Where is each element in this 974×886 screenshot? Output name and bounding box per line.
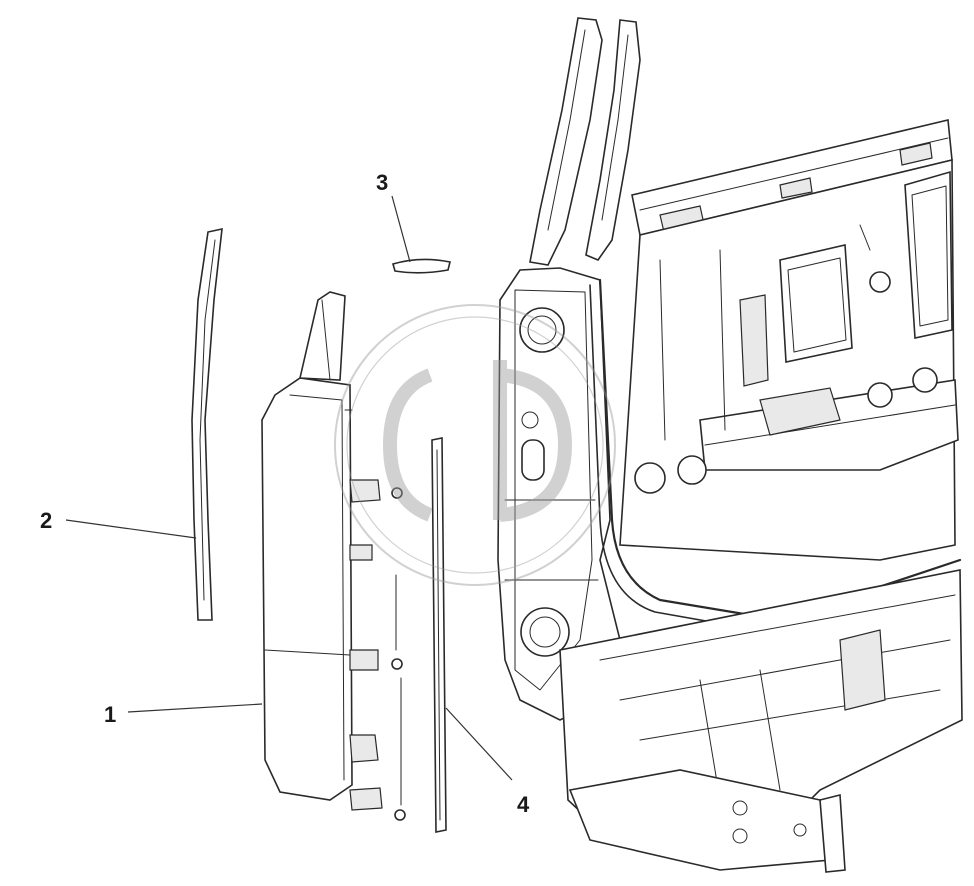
- gp-logo-watermark-icon: [334, 304, 616, 586]
- callout-3: 3: [376, 170, 388, 195]
- callout-2: 2: [40, 508, 52, 533]
- callout-4: 4: [517, 792, 530, 817]
- callout-1: 1: [104, 702, 116, 727]
- leader-lines: [65, 195, 513, 781]
- part-4-seal-strip: [431, 437, 447, 833]
- part-2-upper-trim-strip: [191, 227, 223, 621]
- fastener-clips: [391, 487, 406, 821]
- part-3-cover-cap: [392, 258, 451, 274]
- cab-body-structure: [497, 17, 963, 873]
- part-1-pillar-trim-panel: [261, 291, 383, 811]
